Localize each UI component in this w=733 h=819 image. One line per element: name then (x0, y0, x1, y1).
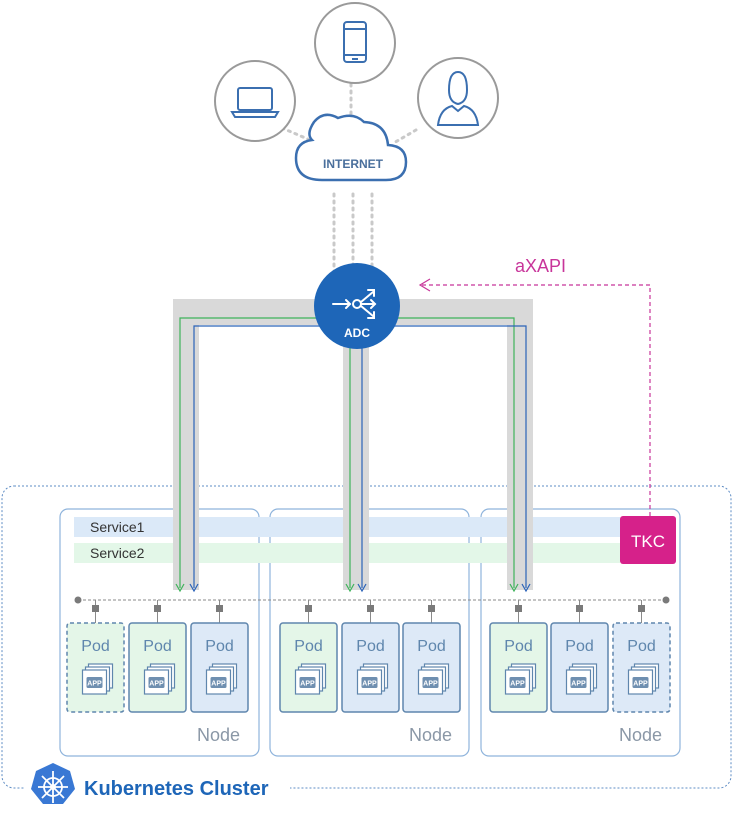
pod-port (305, 605, 312, 612)
pods-layer: PodAPPPodAPPPodAPPPodAPPPodAPPPodAPPPodA… (66, 600, 671, 713)
kubernetes-helm-icon (31, 763, 75, 804)
tkc-box: TKC (620, 516, 676, 564)
app-badge (361, 677, 378, 688)
service1-label: Service1 (90, 519, 145, 535)
pod-label: Pod (417, 638, 445, 655)
app-label: APP (87, 681, 102, 688)
internet-to-adc-links (332, 192, 374, 274)
app-label: APP (571, 681, 586, 688)
app-badge (632, 677, 649, 688)
laptop-icon (230, 87, 280, 118)
app-badge (86, 677, 103, 688)
pod-label: Pod (205, 638, 233, 655)
pod-port (367, 605, 374, 612)
pod-bus (74, 596, 670, 604)
app-label: APP (423, 681, 438, 688)
app-label: APP (362, 681, 377, 688)
internet-label: INTERNET (323, 157, 384, 171)
pod-label: Pod (143, 638, 171, 655)
user-client (417, 57, 499, 139)
load-balancer-arrows-icon (332, 289, 377, 319)
app-label: APP (510, 681, 525, 688)
axapi-label: aXAPI (515, 256, 566, 276)
app-label: APP (149, 681, 164, 688)
pod-port (216, 605, 223, 612)
pod-port (638, 605, 645, 612)
axapi-connection: aXAPI (418, 256, 651, 516)
mobile-phone-icon (343, 21, 367, 63)
app-label: APP (211, 681, 226, 688)
pod-port (92, 605, 99, 612)
pod-port (576, 605, 583, 612)
pod-port (154, 605, 161, 612)
laptop-client (214, 60, 296, 142)
pod-label: Pod (565, 638, 593, 655)
node-label: Node (197, 725, 240, 745)
pod-label: Pod (294, 638, 322, 655)
pod-label: Pod (81, 638, 109, 655)
app-badge (299, 677, 316, 688)
pod-label: Pod (627, 638, 655, 655)
adc-label: ADC (344, 326, 370, 340)
cluster-label: Kubernetes Cluster (84, 778, 269, 800)
app-badge (210, 677, 227, 688)
app-badge (509, 677, 526, 688)
user-icon (436, 70, 480, 126)
node-label: Node (619, 725, 662, 745)
app-badge (148, 677, 165, 688)
pod-port (515, 605, 522, 612)
app-label: APP (633, 681, 648, 688)
app-label: APP (300, 681, 315, 688)
pod-port (428, 605, 435, 612)
app-badge (422, 677, 439, 688)
pod-label: Pod (504, 638, 532, 655)
mobile-client (314, 2, 396, 84)
tkc-label: TKC (631, 532, 665, 551)
pod-label: Pod (356, 638, 384, 655)
adc-trunks (173, 299, 533, 593)
internet-cloud: INTERNET (294, 113, 408, 182)
adc-node: ADC (314, 263, 400, 349)
service2-label: Service2 (90, 545, 145, 561)
app-badge (570, 677, 587, 688)
node-label: Node (409, 725, 452, 745)
